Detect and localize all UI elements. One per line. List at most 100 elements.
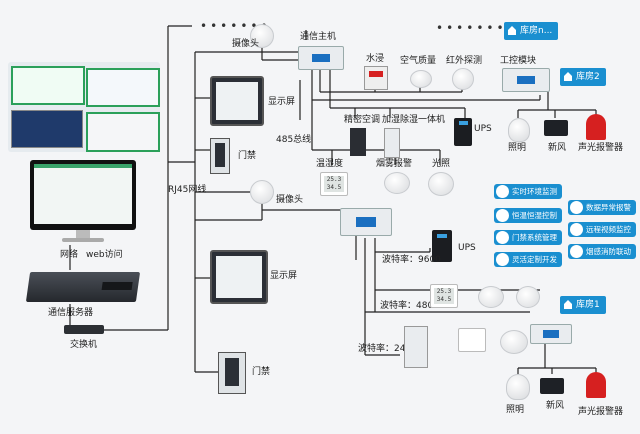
dashboard-thumbnail xyxy=(86,112,160,152)
dashboard-screens xyxy=(8,62,160,152)
warehouse-n-label: 库房n... xyxy=(520,26,553,36)
light-sensor-icon xyxy=(428,172,454,196)
feature-icon xyxy=(570,201,583,214)
light-bulb-icon xyxy=(508,118,530,142)
controller-icon xyxy=(404,326,428,368)
temp-readout: 25.3 xyxy=(326,176,342,183)
ups-mid-label: UPS xyxy=(458,243,476,253)
feature-badge: 实时环境监测 xyxy=(494,184,562,199)
switch-label: 交换机 xyxy=(70,340,98,350)
warehouse-1-tag: 库房1 xyxy=(560,296,606,314)
feature-badge: 远程视频监控 xyxy=(568,222,636,237)
dehumidifier-label: 加湿除湿一体机 xyxy=(382,115,446,125)
warehouse-1-label: 库房1 xyxy=(576,300,600,310)
warehouse-n-tag: 库房n... xyxy=(504,22,559,40)
ups-top-icon xyxy=(454,118,472,146)
warehouse-icon xyxy=(564,72,572,81)
ups-mid-icon xyxy=(432,230,452,262)
feature-icon xyxy=(496,231,509,244)
dashboard-thumbnail xyxy=(11,66,85,105)
sound-light-top-label: 声光报警器 xyxy=(578,143,624,153)
illumination-label: 光照 xyxy=(432,159,451,169)
door-access-bottom-icon xyxy=(218,352,246,394)
comm-host-icon xyxy=(298,46,344,70)
door-access-top-icon xyxy=(210,138,230,174)
water-sensor-icon xyxy=(364,66,388,90)
baud-2400-label: 波特率：2400 xyxy=(358,344,417,354)
switch-icon xyxy=(64,325,104,334)
server-icon xyxy=(25,272,141,302)
water-sensor-icon xyxy=(458,328,486,352)
rj45-label: RJ45网线 xyxy=(168,185,207,195)
feature-icon xyxy=(496,253,509,266)
camera-mid-label: 摄像头 xyxy=(276,195,304,205)
feature-label: 灵活定制开发 xyxy=(512,255,557,264)
warehouse-icon xyxy=(564,300,572,309)
feature-icon xyxy=(570,223,583,236)
air-quality-label: 空气质量 xyxy=(400,56,437,66)
baud-4800-label: 波特率：4800 xyxy=(380,301,439,311)
dehumidifier-icon xyxy=(384,128,400,158)
feature-badge: 灵活定制开发 xyxy=(494,252,562,267)
air-quality-icon xyxy=(500,330,528,354)
feature-badge: 烟感消防联动 xyxy=(568,244,636,259)
feature-label: 烟感消防联动 xyxy=(586,247,631,256)
door-top-label: 门禁 xyxy=(238,151,257,161)
baud-9600-label: 波特率：9600 xyxy=(382,255,441,265)
precision-ac-icon xyxy=(350,128,366,156)
infrared-label: 红外探测 xyxy=(446,56,483,66)
fresh-air-icon xyxy=(540,378,564,394)
industrial-module-icon xyxy=(530,324,572,344)
humidity-readout: 34.5 xyxy=(326,184,342,191)
light-sensor-icon xyxy=(516,286,540,308)
ups-top-label: UPS xyxy=(474,124,492,134)
warehouse-2-tag: 库房2 xyxy=(560,68,606,86)
infrared-icon xyxy=(452,68,474,90)
feature-icon xyxy=(496,185,509,198)
display-bottom-icon xyxy=(210,250,268,304)
comm-host-label: 通信主机 xyxy=(300,32,337,42)
temp-humidity-label: 温湿度 xyxy=(316,159,344,169)
sound-light-alarm-icon xyxy=(586,114,606,140)
feature-label: 数据异常报警 xyxy=(586,203,631,212)
feature-label: 远程视频监控 xyxy=(586,225,631,234)
camera-icon xyxy=(250,24,274,48)
smoke-detector-icon xyxy=(478,286,504,308)
ellipsis-top-right: ••••••• xyxy=(436,21,507,35)
feature-badge: 恒温恒湿控制 xyxy=(494,208,562,223)
humidity-readout: 34.5 xyxy=(436,296,452,303)
feature-label: 门禁系统管理 xyxy=(512,233,557,242)
fresh-air-bottom-label: 新风 xyxy=(546,401,565,411)
feature-icon xyxy=(570,245,583,258)
feature-badge: 数据异常报警 xyxy=(568,200,636,215)
door-bottom-label: 门禁 xyxy=(252,367,271,377)
camera-top-label: 摄像头 xyxy=(232,39,260,49)
water-label: 水浸 xyxy=(366,54,385,64)
fresh-air-icon xyxy=(544,120,568,136)
precision-ac-label: 精密空调 xyxy=(344,115,381,125)
lighting-bottom-label: 照明 xyxy=(506,405,525,415)
display-top-label: 显示屏 xyxy=(268,97,296,107)
smoke-alarm-label: 烟雾报警 xyxy=(376,159,413,169)
comm-server-label: 通信服务器 xyxy=(48,308,94,318)
camera-icon xyxy=(250,180,274,204)
industrial-module-icon xyxy=(502,68,550,92)
display-bottom-label: 显示屏 xyxy=(270,271,298,281)
sound-light-alarm-icon xyxy=(586,372,606,398)
smoke-detector-icon xyxy=(384,172,410,194)
air-quality-icon xyxy=(410,70,432,88)
feature-label: 恒温恒湿控制 xyxy=(512,211,557,220)
feature-label: 实时环境监测 xyxy=(512,187,557,196)
feature-icon xyxy=(496,209,509,222)
web-access-label: web访问 xyxy=(86,250,123,260)
industrial-module-label: 工控模块 xyxy=(500,56,537,66)
comm-host-lower-icon xyxy=(340,208,392,236)
monitor-icon xyxy=(30,160,136,244)
temp-readout: 25.3 xyxy=(436,288,452,295)
warehouse-2-label: 库房2 xyxy=(576,72,600,82)
warehouse-icon xyxy=(508,26,516,35)
display-top-icon xyxy=(210,76,264,126)
